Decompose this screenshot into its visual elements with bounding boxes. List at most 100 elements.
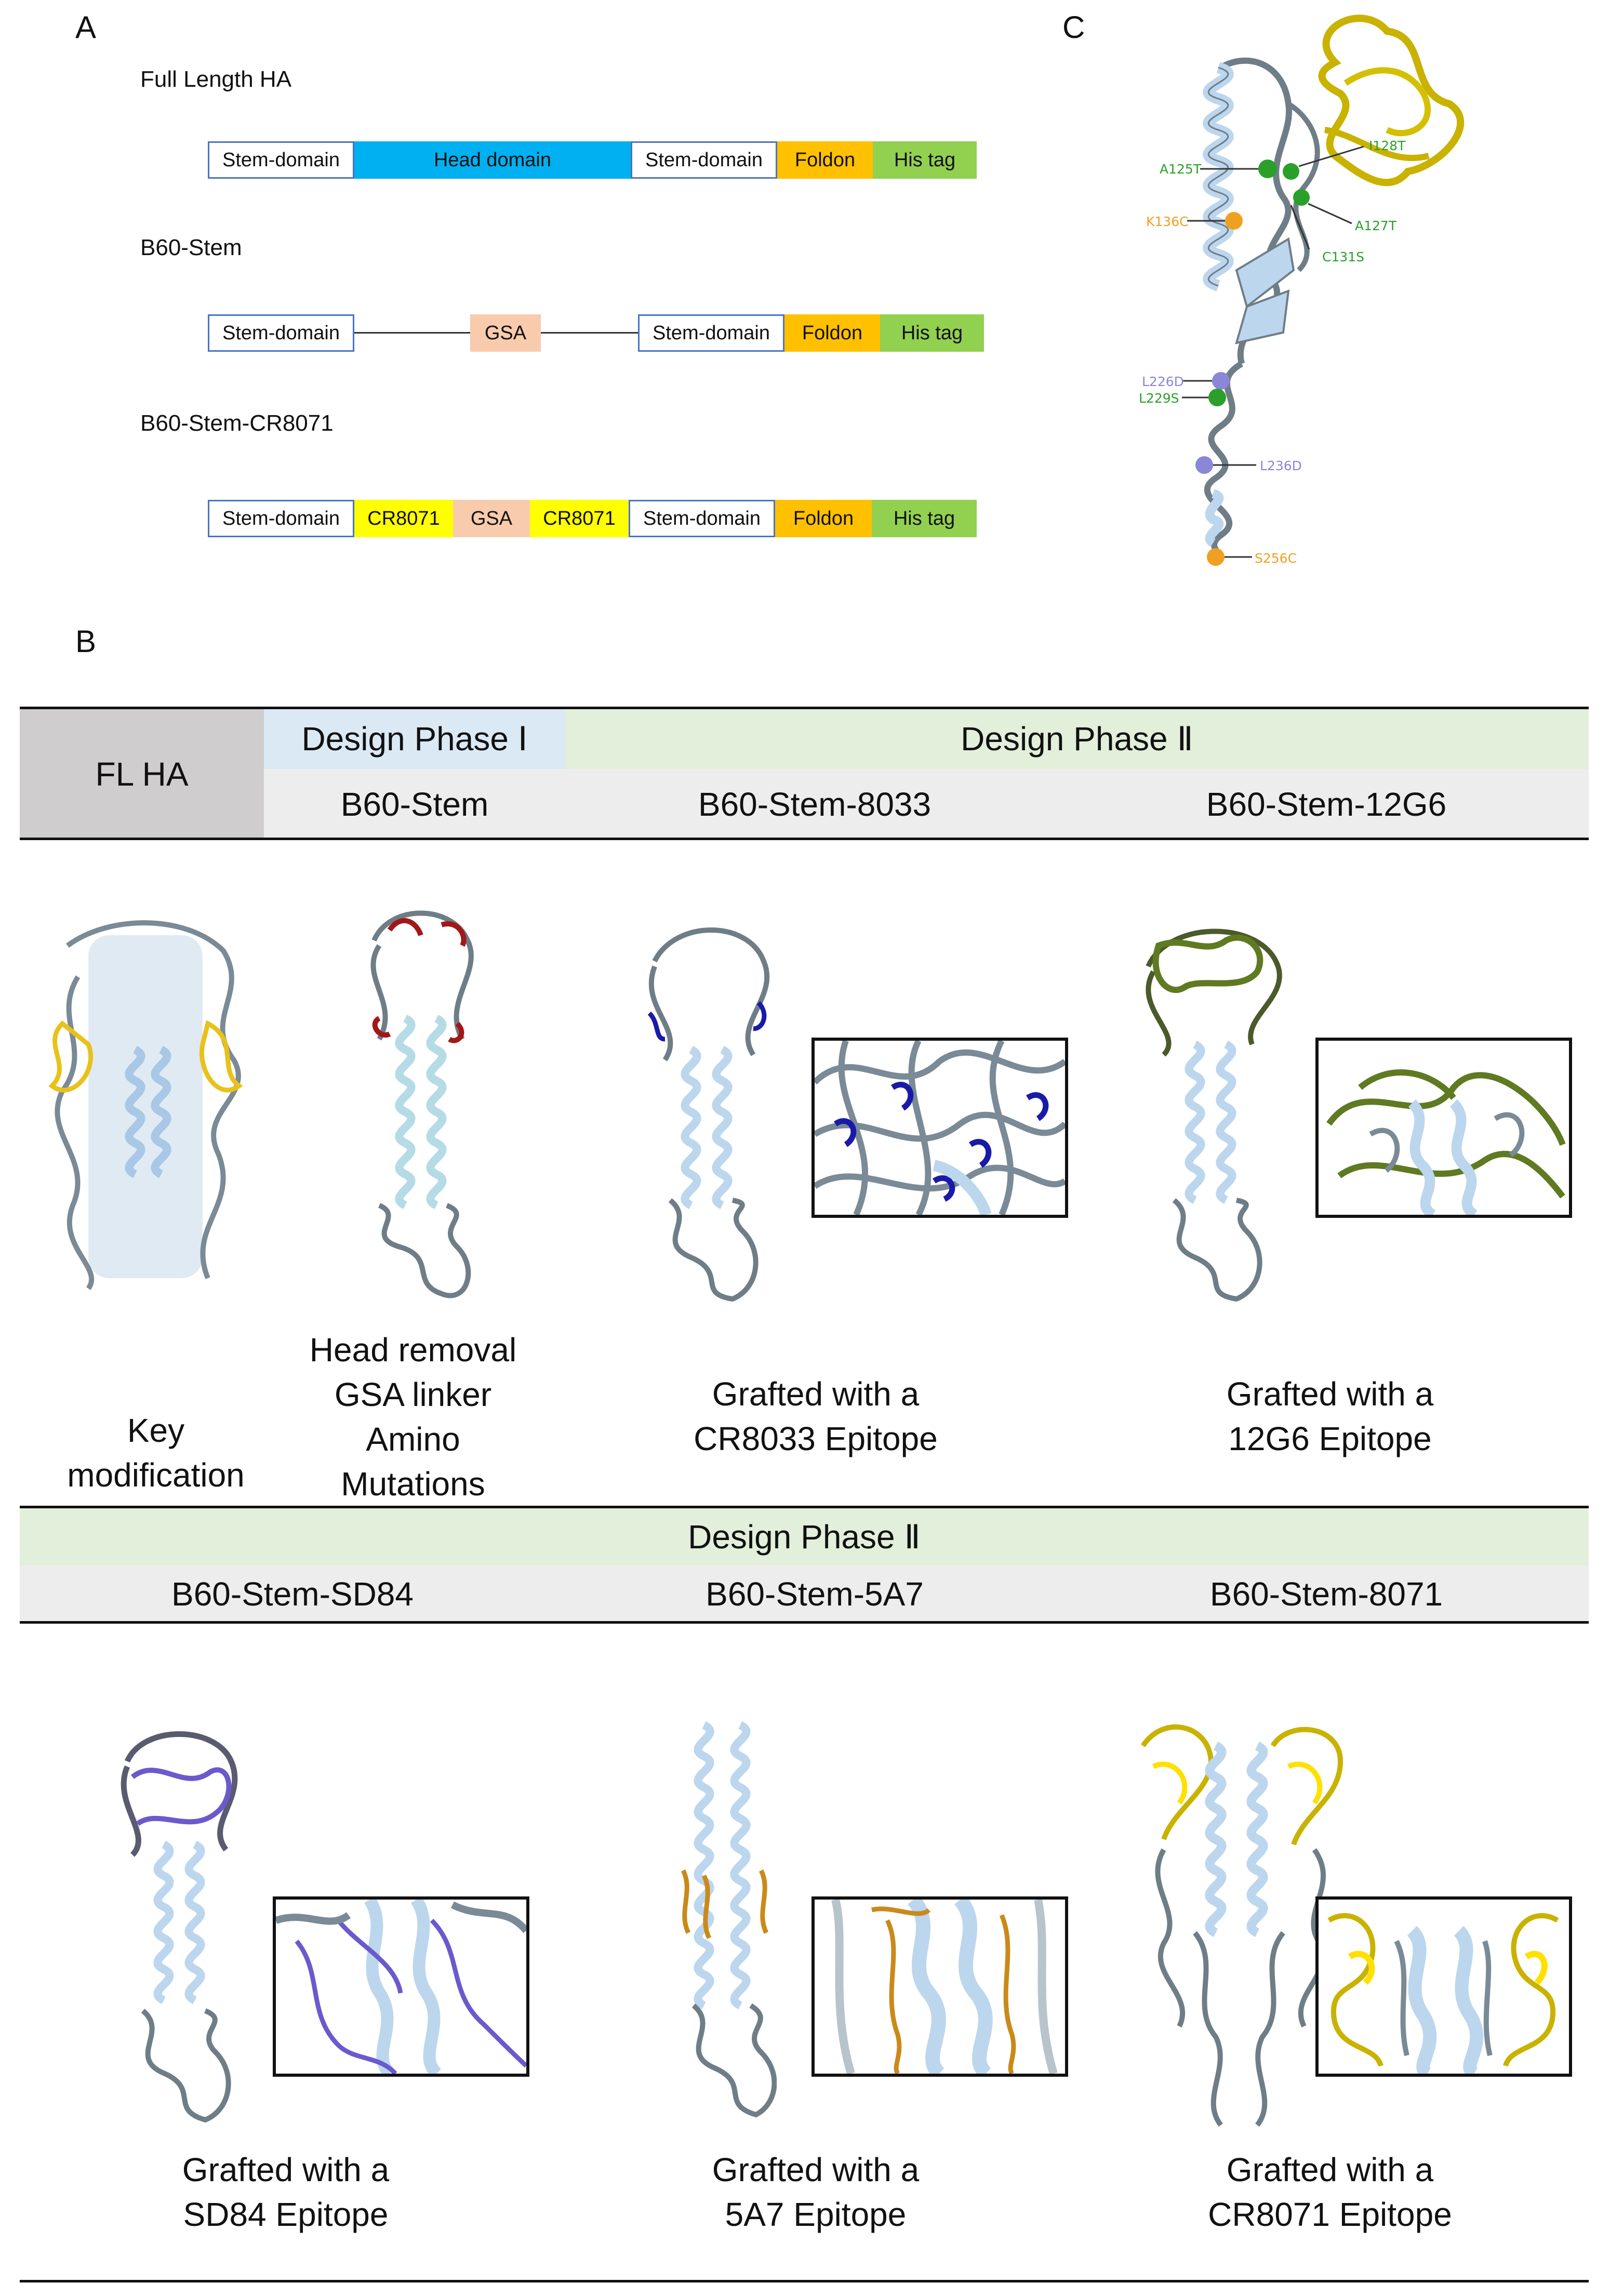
caption-line: Amino (366, 1421, 460, 1458)
table-rule-row2-header-bottom (20, 1621, 1589, 1624)
segment-stem-domain: Stem-domain (208, 141, 354, 179)
segment-foldon: Foldon (775, 500, 872, 537)
inset-coil (1369, 1112, 1525, 1173)
beta-sheet (1235, 237, 1295, 309)
long-helix-outline (1207, 67, 1229, 287)
caption-b60-stem-8071: Grafted with a CR8071 Epitope (1138, 2147, 1522, 2237)
segment-cr8071: CR8071 (530, 500, 629, 537)
caption-line: CR8033 Epitope (694, 1420, 938, 1457)
construct-bar-b60-stem-cr8071: Stem-domain CR8071 GSA CR8071 Stem-domai… (208, 500, 977, 537)
caption-line: Grafted with a (1226, 2151, 1434, 2188)
construct-bar-b60-stem: Stem-domain GSA Stem-domain Foldon His t… (208, 314, 987, 352)
head-loop (1324, 127, 1430, 162)
mutation-sphere-l226d (1212, 372, 1230, 390)
inset-8071 (1315, 1896, 1572, 2077)
caption-line: 12G6 Epitope (1228, 1420, 1432, 1457)
mutation-label-l229s: L229S (1139, 391, 1179, 406)
construct-title-b60-stem-cr8071: B60-Stem-CR8071 (140, 410, 334, 436)
mutation-label-k136c: K136C (1146, 214, 1189, 229)
mutation-sphere-l236d (1195, 456, 1213, 474)
b60-stem-8033-bottom (668, 1198, 759, 1302)
caption-b60-stem-5a7: Grafted with a 5A7 Epitope (623, 2147, 1008, 2237)
coil (1287, 101, 1320, 272)
structure-b60-stem-12g6 (1146, 928, 1282, 1302)
b60-stem-sd84-epitope (130, 1767, 232, 1826)
inset-helix (364, 1900, 442, 2074)
caption-line: Grafted with a (182, 2151, 390, 2188)
mutation-label-c131s: C131S (1322, 249, 1365, 264)
caption-line: Mutations (341, 1465, 485, 1503)
table-rule-middle (20, 1506, 1589, 1508)
caption-b60-stem: Head removal GSA linker Amino Mutations (249, 1328, 577, 1506)
caption-line: Head removal (309, 1331, 517, 1369)
header-design-phase-2: Design Phase Ⅱ (565, 709, 1589, 769)
b60-stem-5a7-epitope (681, 1869, 769, 1940)
inset-12g6 (1315, 1038, 1572, 1218)
header-design-phase-2-row2: Design Phase Ⅱ (20, 1508, 1589, 1565)
segment-stem-domain: Stem-domain (638, 314, 784, 352)
row-label-key-modification: Key modification (21, 1408, 291, 1497)
table-rule-header-bottom (20, 838, 1589, 840)
inset-8071-structure (1327, 1913, 1559, 2074)
head-loop (1318, 15, 1465, 187)
segment-his-tag: His tag (880, 314, 984, 352)
inset-epitope (833, 1082, 1049, 1202)
inset-helix (907, 1900, 993, 2074)
panel-label-b: B (75, 624, 97, 659)
b60-stem-mutation (372, 918, 467, 1043)
structure-b60-stem-sd84 (121, 1731, 238, 2123)
mutation-label-a125t: A125T (1160, 162, 1202, 177)
caption-line: CR8071 Epitope (1208, 2196, 1452, 2233)
b60-stem-bottom (378, 1203, 471, 1298)
inset-8033-structure (815, 1041, 1065, 1215)
inset-12g6-structure (1326, 1069, 1566, 1215)
segment-stem-domain: Stem-domain (631, 141, 777, 179)
inset-8033 (811, 1038, 1068, 1218)
caption-line: Grafted with a (712, 1375, 920, 1413)
beta-sheet (1235, 289, 1290, 344)
inset-epitope (1326, 1069, 1566, 1199)
b60-stem-12g6-epitope (1152, 934, 1263, 993)
b60-stem-5a7-helix (694, 1721, 751, 2010)
mutation-sphere-a125t (1258, 160, 1277, 178)
header-b60-stem-8071: B60-Stem-8071 (1209, 1575, 1443, 1613)
inset-coil (831, 1900, 1058, 2074)
fl-ha-helix (125, 1045, 171, 1178)
b60-stem-top (370, 910, 474, 1041)
segment-head-domain: Head domain (354, 141, 631, 179)
caption-line: 5A7 Epitope (725, 2196, 907, 2233)
b60-stem-8071-epitope (1140, 1724, 1343, 1846)
inset-epitope-highlight (1348, 1950, 1548, 1985)
head-loop (1343, 67, 1431, 137)
mutation-sphere-i128t (1283, 163, 1299, 180)
row-label-line: Key (127, 1412, 185, 1449)
b60-stem-5a7-bottom (691, 2003, 777, 2118)
b60-stem-sd84-bottom (141, 2008, 231, 2123)
inset-coil (276, 1901, 526, 1933)
construct-title-full-length-ha: Full Length HA (140, 67, 292, 92)
header-design-phase-1: Design Phase Ⅰ (264, 709, 565, 769)
inset-epitope (871, 1906, 1016, 2074)
inset-5a7-structure (831, 1900, 1058, 2074)
mutation-label-s256c: S256C (1255, 551, 1297, 566)
b60-stem-8033-helix (681, 1045, 733, 1210)
header-fl-ha: FL HA (20, 709, 264, 839)
header-b60-stem-5a7: B60-Stem-5A7 (706, 1575, 924, 1613)
header-b60-stem: B60-Stem (340, 785, 489, 823)
leader-line (1308, 203, 1352, 224)
inset-epitope (1327, 1913, 1559, 2067)
monomer-structure (1182, 15, 1465, 566)
header-names-band-row2 (20, 1565, 1589, 1623)
mutation-sphere-s256c (1207, 548, 1225, 566)
structure-b60-stem (370, 910, 474, 1298)
lower-helix (1205, 489, 1223, 547)
table-rule-bottom (20, 2280, 1589, 2282)
fl-ha-epitope (48, 1020, 243, 1093)
segment-foldon: Foldon (784, 314, 880, 352)
caption-line: SD84 Epitope (183, 2196, 389, 2233)
construct-title-b60-stem: B60-Stem (140, 235, 242, 260)
leader-line (1298, 145, 1364, 167)
inset-helix (933, 1160, 992, 1215)
mutation-label-l226d: L226D (1142, 374, 1184, 389)
inset-helix (1407, 1926, 1484, 2074)
